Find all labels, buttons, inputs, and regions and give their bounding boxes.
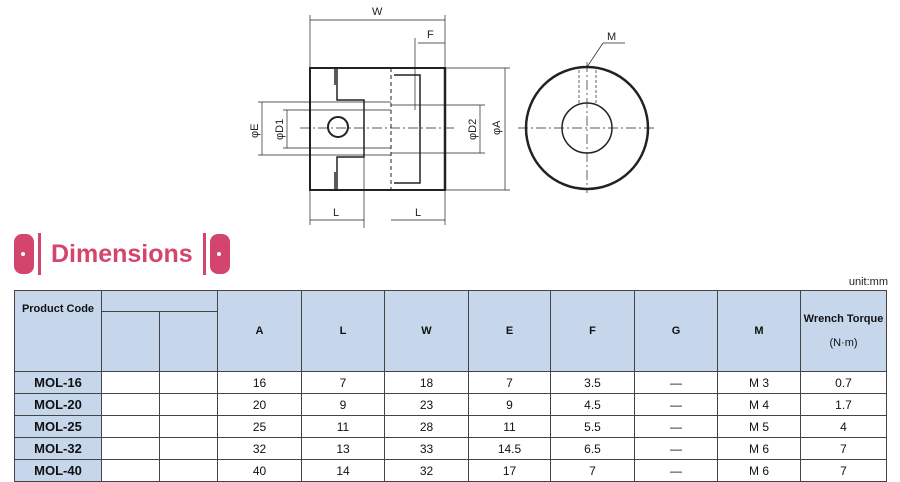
label-a: φA [491,120,503,135]
cell-l: 13 [301,437,385,460]
cell-e: 17 [468,459,551,482]
cell-a: 16 [217,371,302,394]
cell-b1 [101,371,160,394]
cell-a: 32 [217,437,302,460]
cell-f: 4.5 [550,393,635,416]
cell-a: 40 [217,459,302,482]
header-product-code: Product Code [14,290,102,372]
torque-label: Wrench Torque [803,313,884,325]
cell-f: 6.5 [550,437,635,460]
cell-g: — [634,459,718,482]
label-l1: L [333,207,339,219]
header-l: L [301,290,385,372]
cell-t: 1.7 [800,393,887,416]
cell-b1 [101,393,160,416]
cell-code: MOL-40 [14,459,102,482]
title-bar-left [38,233,41,275]
title-bracket-right-icon [209,234,230,274]
cell-b2 [159,393,218,416]
cell-t: 0.7 [800,371,887,394]
cell-code: MOL-25 [14,415,102,438]
dimensions-table: Product Code A L W E F G M Wrench Torque… [14,289,887,482]
cell-l: 14 [301,459,385,482]
header-blank-1 [101,311,160,372]
cell-w: 32 [384,459,469,482]
cell-e: 7 [468,371,551,394]
cell-g: — [634,437,718,460]
unit-label: unit:mm [848,276,888,288]
header-e: E [468,290,551,372]
cell-f: 5.5 [550,415,635,438]
cell-w: 18 [384,371,469,394]
label-d2: φD2 [467,119,479,140]
header-f: F [550,290,635,372]
cell-m: M 6 [717,459,801,482]
label-w: W [372,6,383,18]
cell-e: 11 [468,415,551,438]
cell-w: 33 [384,437,469,460]
cell-g: — [634,371,718,394]
cell-m: M 5 [717,415,801,438]
cell-t: 7 [800,437,887,460]
section-title: Dimensions [14,232,230,276]
cell-code: MOL-16 [14,371,102,394]
cell-b2 [159,437,218,460]
cell-e: 9 [468,393,551,416]
cell-w: 23 [384,393,469,416]
header-w: W [384,290,469,372]
cell-e: 14.5 [468,437,551,460]
cell-g: — [634,415,718,438]
cell-g: — [634,393,718,416]
section-title-text: Dimensions [51,239,193,268]
cell-m: M 3 [717,371,801,394]
label-m: M [607,31,616,43]
cell-t: 7 [800,459,887,482]
cell-l: 7 [301,371,385,394]
cell-code: MOL-32 [14,437,102,460]
label-d1: φD1 [274,119,286,140]
cell-l: 9 [301,393,385,416]
title-bar-right [202,233,206,275]
label-f: F [427,29,434,41]
header-wrench-torque: Wrench Torque (N·m) [800,290,887,372]
label-e: φE [249,124,261,138]
cell-b1 [101,437,160,460]
header-m: M [717,290,801,372]
header-g: G [634,290,718,372]
header-blank-2 [159,311,218,372]
cell-w: 28 [384,415,469,438]
cell-b2 [159,371,218,394]
title-bracket-left-icon [14,234,34,274]
header-a: A [217,290,302,372]
coupling-technical-drawing: W F φE φD1 φD2 φA L L M [249,6,655,228]
cell-m: M 4 [717,393,801,416]
cell-code: MOL-20 [14,393,102,416]
cell-a: 25 [217,415,302,438]
label-l2: L [415,207,421,219]
cell-t: 4 [800,415,887,438]
cell-l: 11 [301,415,385,438]
cell-m: M 6 [717,437,801,460]
cell-b2 [159,415,218,438]
cell-f: 3.5 [550,371,635,394]
torque-unit: (N·m) [829,337,858,349]
cell-f: 7 [550,459,635,482]
cell-b2 [159,459,218,482]
cell-a: 20 [217,393,302,416]
header-blank-group [101,289,218,313]
cell-b1 [101,415,160,438]
cell-b1 [101,459,160,482]
